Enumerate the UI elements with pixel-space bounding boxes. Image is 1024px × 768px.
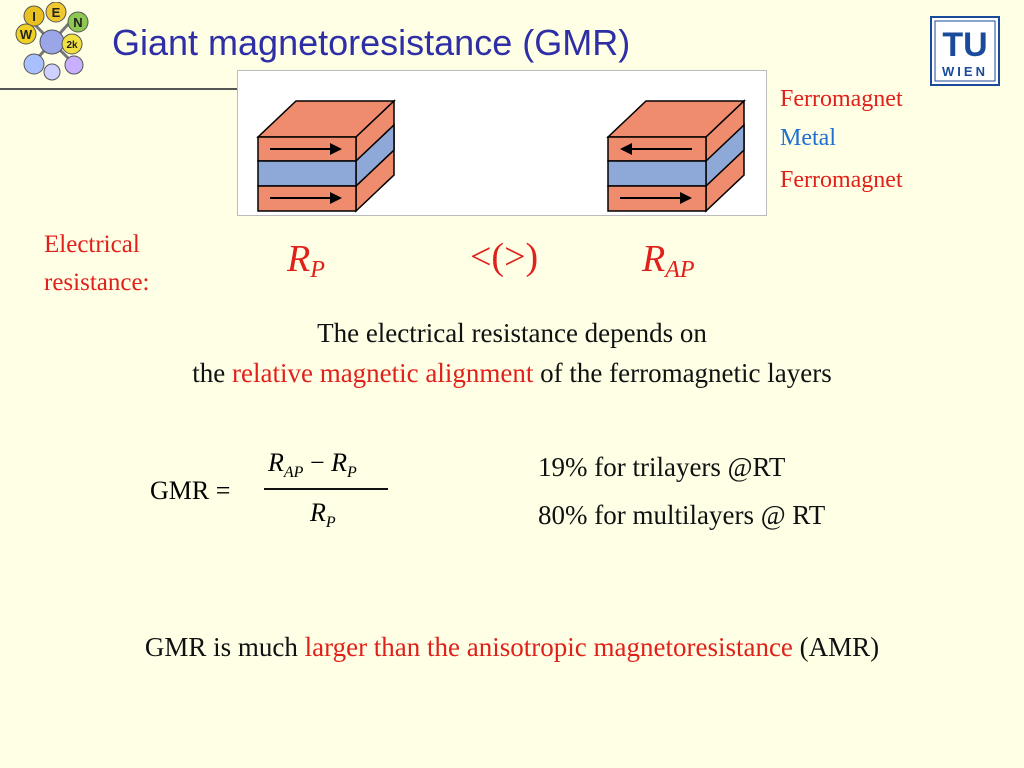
trilayer-diagram — [237, 70, 767, 216]
logo-letter-n: N — [73, 15, 82, 30]
legend-ferromagnet-top: Ferromagnet — [780, 86, 903, 112]
title-divider — [0, 88, 250, 90]
logo-letter-i: I — [32, 9, 36, 24]
stat-multilayers: 80% for multilayers @ RT — [538, 500, 826, 530]
r-symbol: R — [331, 448, 347, 477]
formula-numerator: RAP − RP — [268, 448, 357, 482]
electrical-resistance-line1: Electrical — [44, 231, 140, 258]
page-title: Giant magnetoresistance (GMR) — [112, 22, 631, 63]
p-subscript: P — [325, 514, 336, 532]
r-symbol: R — [310, 498, 326, 527]
r-parallel-symbol: RP — [287, 237, 325, 284]
gmr-formula: GMR = RAP − RP RP — [150, 448, 410, 538]
legend-metal: Metal — [780, 125, 836, 151]
ap-subscript: AP — [283, 464, 304, 482]
conclusion-highlight: larger than the anisotropic magnetoresis… — [304, 632, 793, 662]
logo-letter-w: W — [20, 27, 33, 42]
statement-pre: the — [192, 358, 232, 388]
statement-highlight: relative magnetic alignment — [232, 358, 534, 388]
parallel-stack — [256, 99, 396, 213]
comparison-symbol: <(>) — [470, 236, 539, 278]
ap-subscript: AP — [665, 257, 695, 283]
stat-trilayers: 19% for trilayers @RT — [538, 452, 786, 482]
statement-line1: The electrical resistance depends on — [317, 318, 707, 348]
r-symbol: R — [642, 238, 666, 280]
conclusion-post: (AMR) — [792, 632, 880, 662]
statement-post: of the ferromagnetic layers — [533, 358, 832, 388]
r-symbol: R — [287, 238, 311, 280]
arrow-right-icon — [270, 192, 342, 204]
formula-denominator: RP — [310, 498, 336, 532]
antiparallel-stack — [606, 99, 746, 213]
logo-letter-e: E — [52, 5, 61, 20]
p-subscript: P — [347, 464, 357, 482]
statement-line2: the relative magnetic alignment of the f… — [0, 358, 1024, 389]
conclusion-pre: GMR is much — [144, 632, 305, 662]
electrical-resistance-line2: resistance: — [44, 269, 150, 296]
tu-wien-logo: TU WIEN — [930, 16, 1000, 86]
logo-tu-text: TU — [942, 26, 987, 64]
r-antiparallel-symbol: RAP — [642, 237, 695, 284]
formula-lhs: GMR = — [150, 476, 231, 505]
conclusion-line: GMR is much larger than the anisotropic … — [0, 632, 1024, 663]
logo-wien-text: WIEN — [942, 64, 988, 79]
legend-ferromagnet-bottom: Ferromagnet — [780, 167, 903, 193]
r-symbol: R — [268, 448, 284, 477]
arrow-right-icon — [620, 192, 692, 204]
wien2k-logo: I E N W 2k — [15, 2, 89, 81]
arrow-left-icon — [620, 143, 692, 155]
arrow-right-icon — [270, 143, 342, 155]
minus-sign: − — [303, 448, 332, 477]
logo-letter-2k: 2k — [66, 40, 78, 51]
electrical-resistance-label: Electrical resistance: — [44, 226, 150, 302]
p-subscript: P — [310, 257, 325, 283]
fraction-bar — [264, 488, 388, 490]
